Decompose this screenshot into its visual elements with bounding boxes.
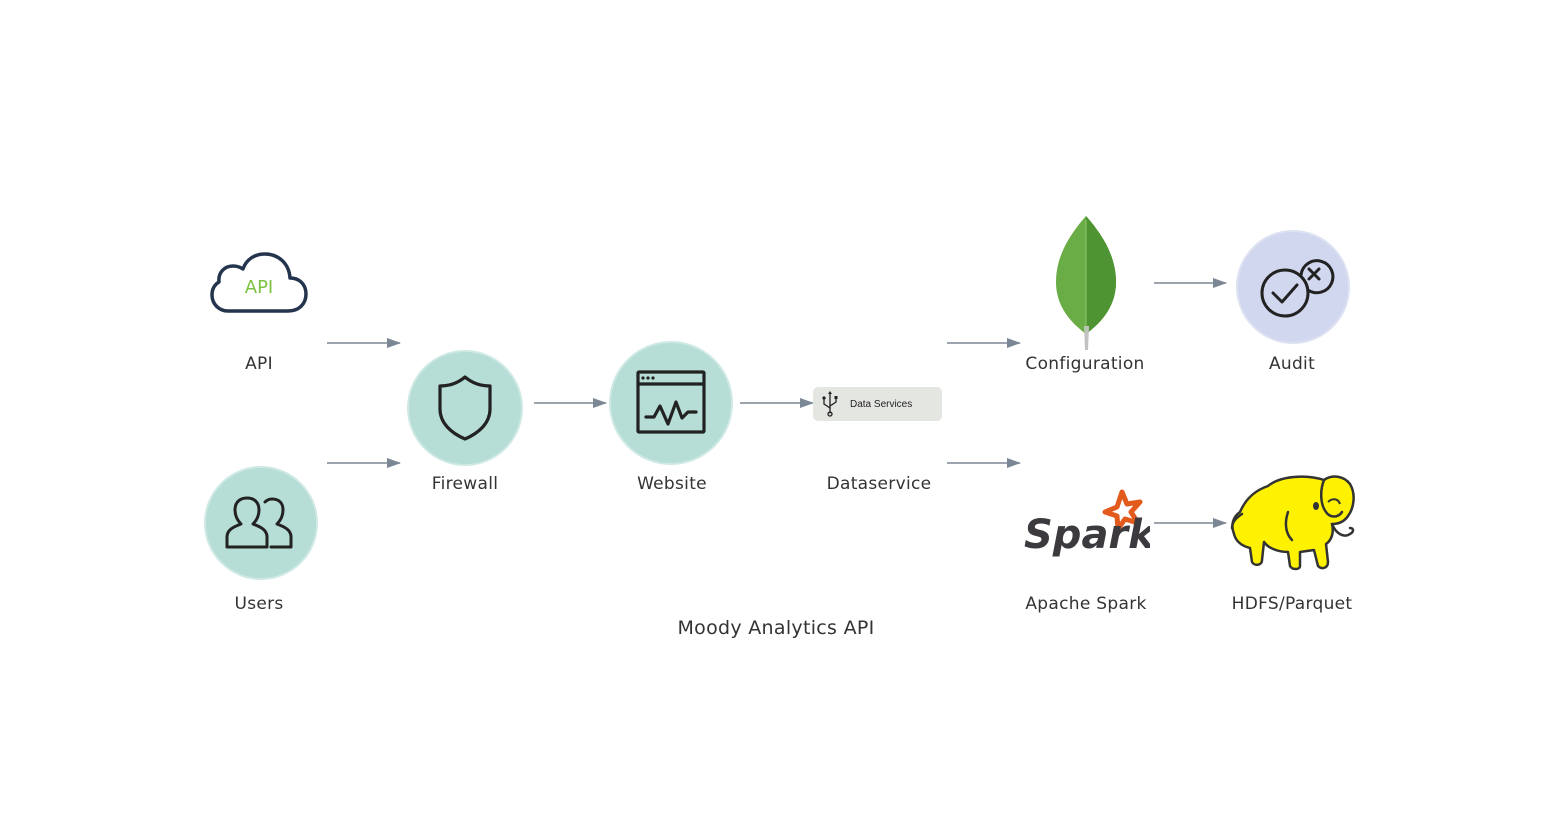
check-x-icon	[1235, 229, 1351, 345]
diagram-title: Moody Analytics API	[677, 617, 875, 639]
node-label-dataservice: Dataservice	[826, 474, 932, 494]
browser-activity-icon	[608, 340, 734, 466]
shield-icon	[406, 349, 524, 467]
node-label-users: Users	[234, 594, 284, 614]
node-label-website: Website	[637, 474, 707, 494]
users-icon	[203, 465, 319, 581]
node-label-hdfs: HDFS/Parquet	[1231, 594, 1353, 614]
node-label-spark: Apache Spark	[1025, 594, 1147, 614]
node-label-audit: Audit	[1268, 354, 1316, 374]
spark-logo-icon: Spark	[1022, 488, 1150, 560]
node-label-firewall: Firewall	[431, 474, 499, 494]
spark-logo-text: Spark	[1024, 512, 1150, 558]
hadoop-elephant-icon	[1228, 472, 1358, 574]
usb-icon: Data Services	[812, 386, 943, 422]
node-label-configuration: Configuration	[1025, 354, 1145, 374]
api-icon-text: API	[245, 277, 273, 298]
dataservice-badge-text: Data Services	[850, 399, 912, 410]
node-label-api: API	[245, 354, 273, 374]
api-cloud-icon: API	[208, 250, 310, 316]
mongodb-leaf-icon	[1052, 214, 1120, 352]
